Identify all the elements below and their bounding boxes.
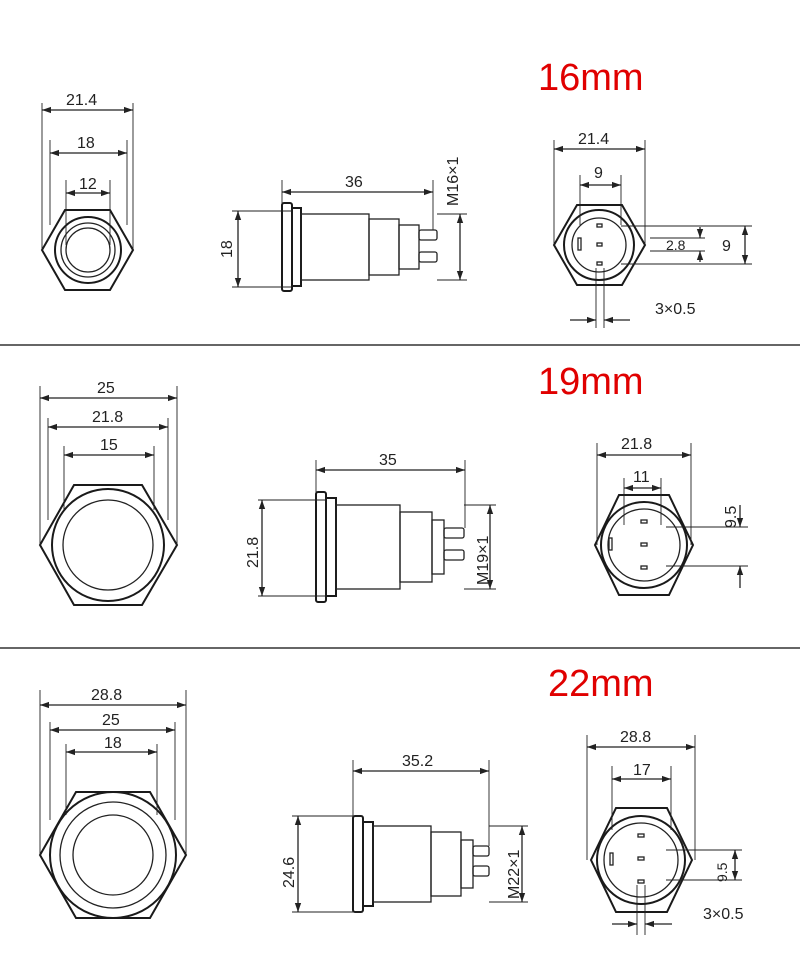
dimension-label: 9.5 [723, 506, 740, 528]
dimension-label: 17 [633, 762, 651, 779]
back-view: 21.8 11 9.5 [593, 436, 748, 596]
section-22mm: 22mm 28.8 25 18 [38, 663, 744, 935]
dimension-label: 21.4 [578, 131, 609, 148]
front-view: 25 21.8 15 [38, 380, 179, 606]
section-16mm: 16mm 21.4 18 12 [40, 57, 752, 328]
dimension-label: 11 [633, 469, 650, 486]
back-view: 21.4 9 2.8 9 3×0.5 [552, 131, 752, 328]
thread-label: M16×1 [445, 157, 462, 206]
dimension-label: 25 [97, 380, 115, 397]
dimension-label: 12 [79, 176, 97, 193]
dimension-label: 18 [104, 735, 122, 752]
dimension-label: 25 [102, 712, 120, 729]
thread-label: M22×1 [506, 850, 523, 899]
section-title: 19mm [538, 361, 644, 403]
dimension-label: 28.8 [620, 729, 651, 746]
side-view: 35.2 24.6 M22×1 [281, 753, 528, 913]
dimension-label: 35 [379, 452, 397, 469]
pin-dimension-label: 3×0.5 [703, 906, 744, 923]
dimension-label: 21.8 [92, 409, 123, 426]
front-view: 21.4 18 12 [40, 92, 135, 291]
dimension-label: 9 [722, 238, 731, 255]
dimension-label: 21.4 [66, 92, 97, 109]
dimension-label: 24.6 [281, 857, 298, 888]
dimension-label: 18 [219, 240, 236, 258]
dimension-label: 21.8 [621, 436, 652, 453]
section-19mm: 19mm 25 21.8 15 [38, 361, 748, 606]
thread-label: M19×1 [475, 536, 492, 585]
dimension-label: 2.8 [666, 237, 686, 253]
section-title: 22mm [548, 663, 654, 705]
section-title: 16mm [538, 57, 644, 99]
dimension-label: 35.2 [402, 753, 433, 770]
dimension-label: 9 [594, 165, 603, 182]
dimension-label: 15 [100, 437, 118, 454]
side-view: 36 18 M16×1 [219, 157, 467, 292]
side-view: 35 21.8 M19×1 [245, 452, 496, 603]
dimension-label: 28.8 [91, 687, 122, 704]
front-view: 28.8 25 18 [38, 687, 188, 919]
dimension-label: 21.8 [245, 537, 262, 568]
dimension-label: 18 [77, 135, 95, 152]
dimension-label: 36 [345, 174, 363, 191]
dimension-label: 9.5 [714, 862, 730, 882]
back-view: 28.8 17 9.5 3×0.5 [586, 729, 744, 935]
pin-dimension-label: 3×0.5 [655, 301, 696, 318]
